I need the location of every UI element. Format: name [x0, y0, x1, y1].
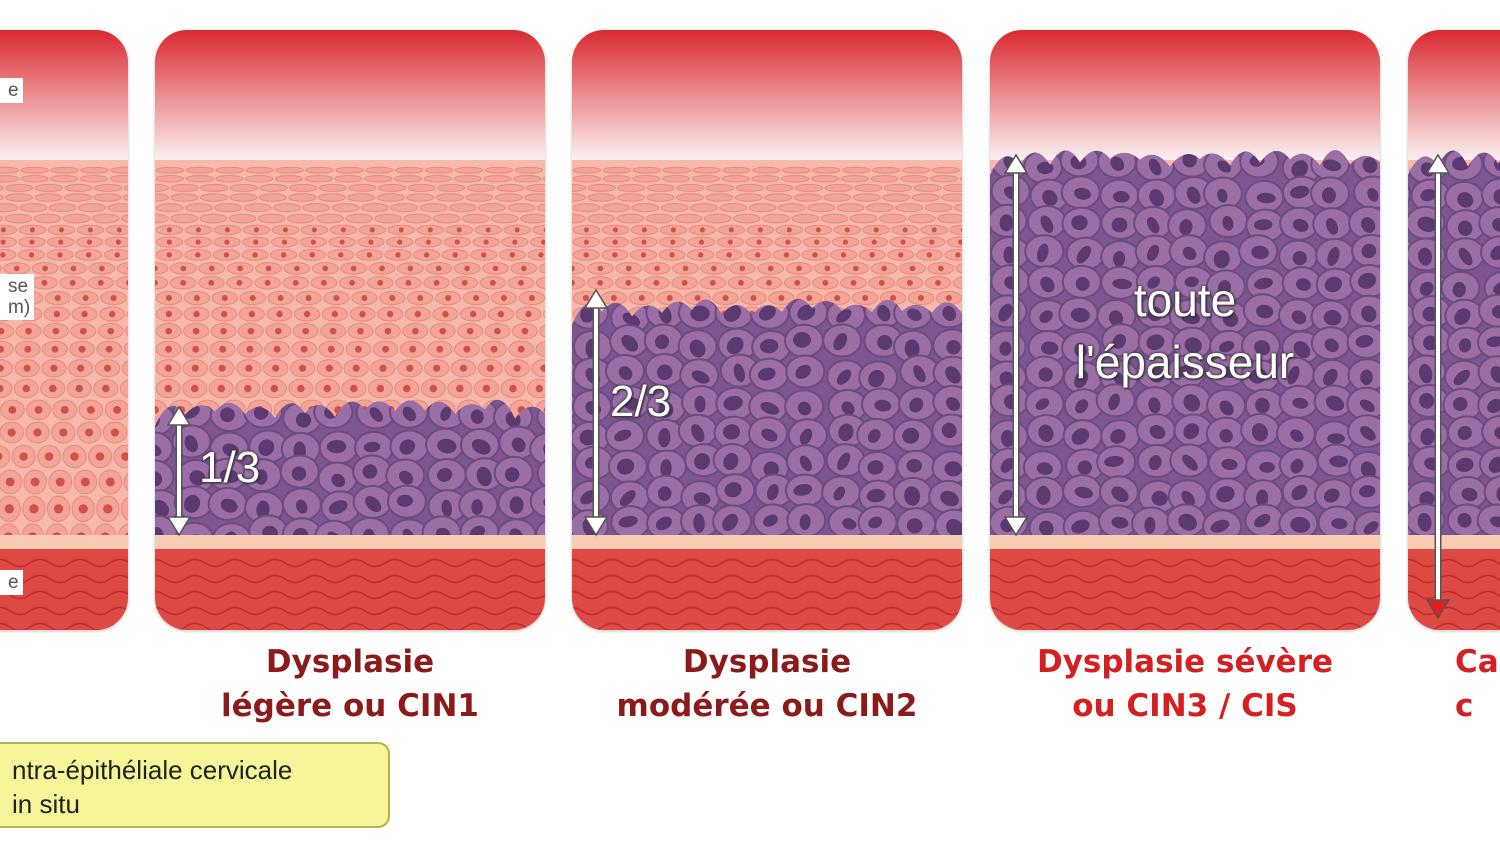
stroma-layer	[990, 549, 1380, 630]
cin2-epithelium-illustration	[572, 30, 962, 630]
legend-box: ntra-épithéliale cervicale in situ	[0, 742, 390, 828]
stroma-layer	[1408, 549, 1500, 630]
normal-epithelium-illustration	[0, 30, 128, 630]
thickness-arrow	[1003, 153, 1029, 537]
thickness-fraction-label: 1/3	[199, 443, 261, 492]
basement-membrane	[990, 535, 1380, 549]
caption-cin3: Dysplasie sévère ou CIN3 / CIS	[1036, 644, 1334, 724]
thickness-fraction-label-line1: toute	[1133, 274, 1237, 326]
stroma-layer	[572, 549, 962, 630]
panel-cin1: 1/3	[155, 30, 545, 630]
basement-membrane	[1408, 535, 1500, 549]
panel-invasive-cancer	[1408, 30, 1500, 630]
basement-membrane	[0, 535, 128, 549]
lumen-gradient	[990, 30, 1380, 170]
lumen-gradient	[155, 30, 545, 170]
cin3-epithelium-illustration	[990, 30, 1380, 630]
stroma-layer	[155, 549, 545, 630]
thickness-arrow	[166, 405, 192, 537]
dysplastic-cells	[572, 298, 962, 535]
thickness-fraction-label: 2/3	[610, 377, 672, 426]
normal-cells	[0, 166, 128, 552]
dysplastic-cells	[990, 150, 1380, 536]
side-label-top: e	[0, 78, 23, 103]
dysplastic-cells	[1408, 149, 1500, 536]
dysplastic-cells	[155, 399, 545, 535]
caption-cancer: Ca c	[1455, 644, 1499, 724]
panel-cin3: toute l'épaisseur	[990, 30, 1380, 630]
panel-cin2: 2/3	[572, 30, 962, 630]
invasive-cancer-illustration	[1408, 30, 1500, 630]
thickness-fraction-label-line2: l'épaisseur	[1075, 336, 1295, 388]
lumen-gradient	[1408, 30, 1500, 170]
basement-membrane	[572, 535, 962, 549]
basement-membrane	[155, 535, 545, 549]
thickness-arrow	[1425, 153, 1451, 620]
side-label-middle: se m)	[0, 274, 35, 320]
cin1-epithelium-illustration	[155, 30, 545, 630]
thickness-arrow	[583, 288, 609, 537]
panel-normal-epithelium: e se m) e	[0, 30, 128, 630]
side-label-bottom: e	[0, 570, 23, 595]
caption-cin1: Dysplasie légère ou CIN1	[221, 644, 479, 724]
lumen-gradient	[572, 30, 962, 170]
caption-cin2: Dysplasie modérée ou CIN2	[616, 644, 918, 724]
